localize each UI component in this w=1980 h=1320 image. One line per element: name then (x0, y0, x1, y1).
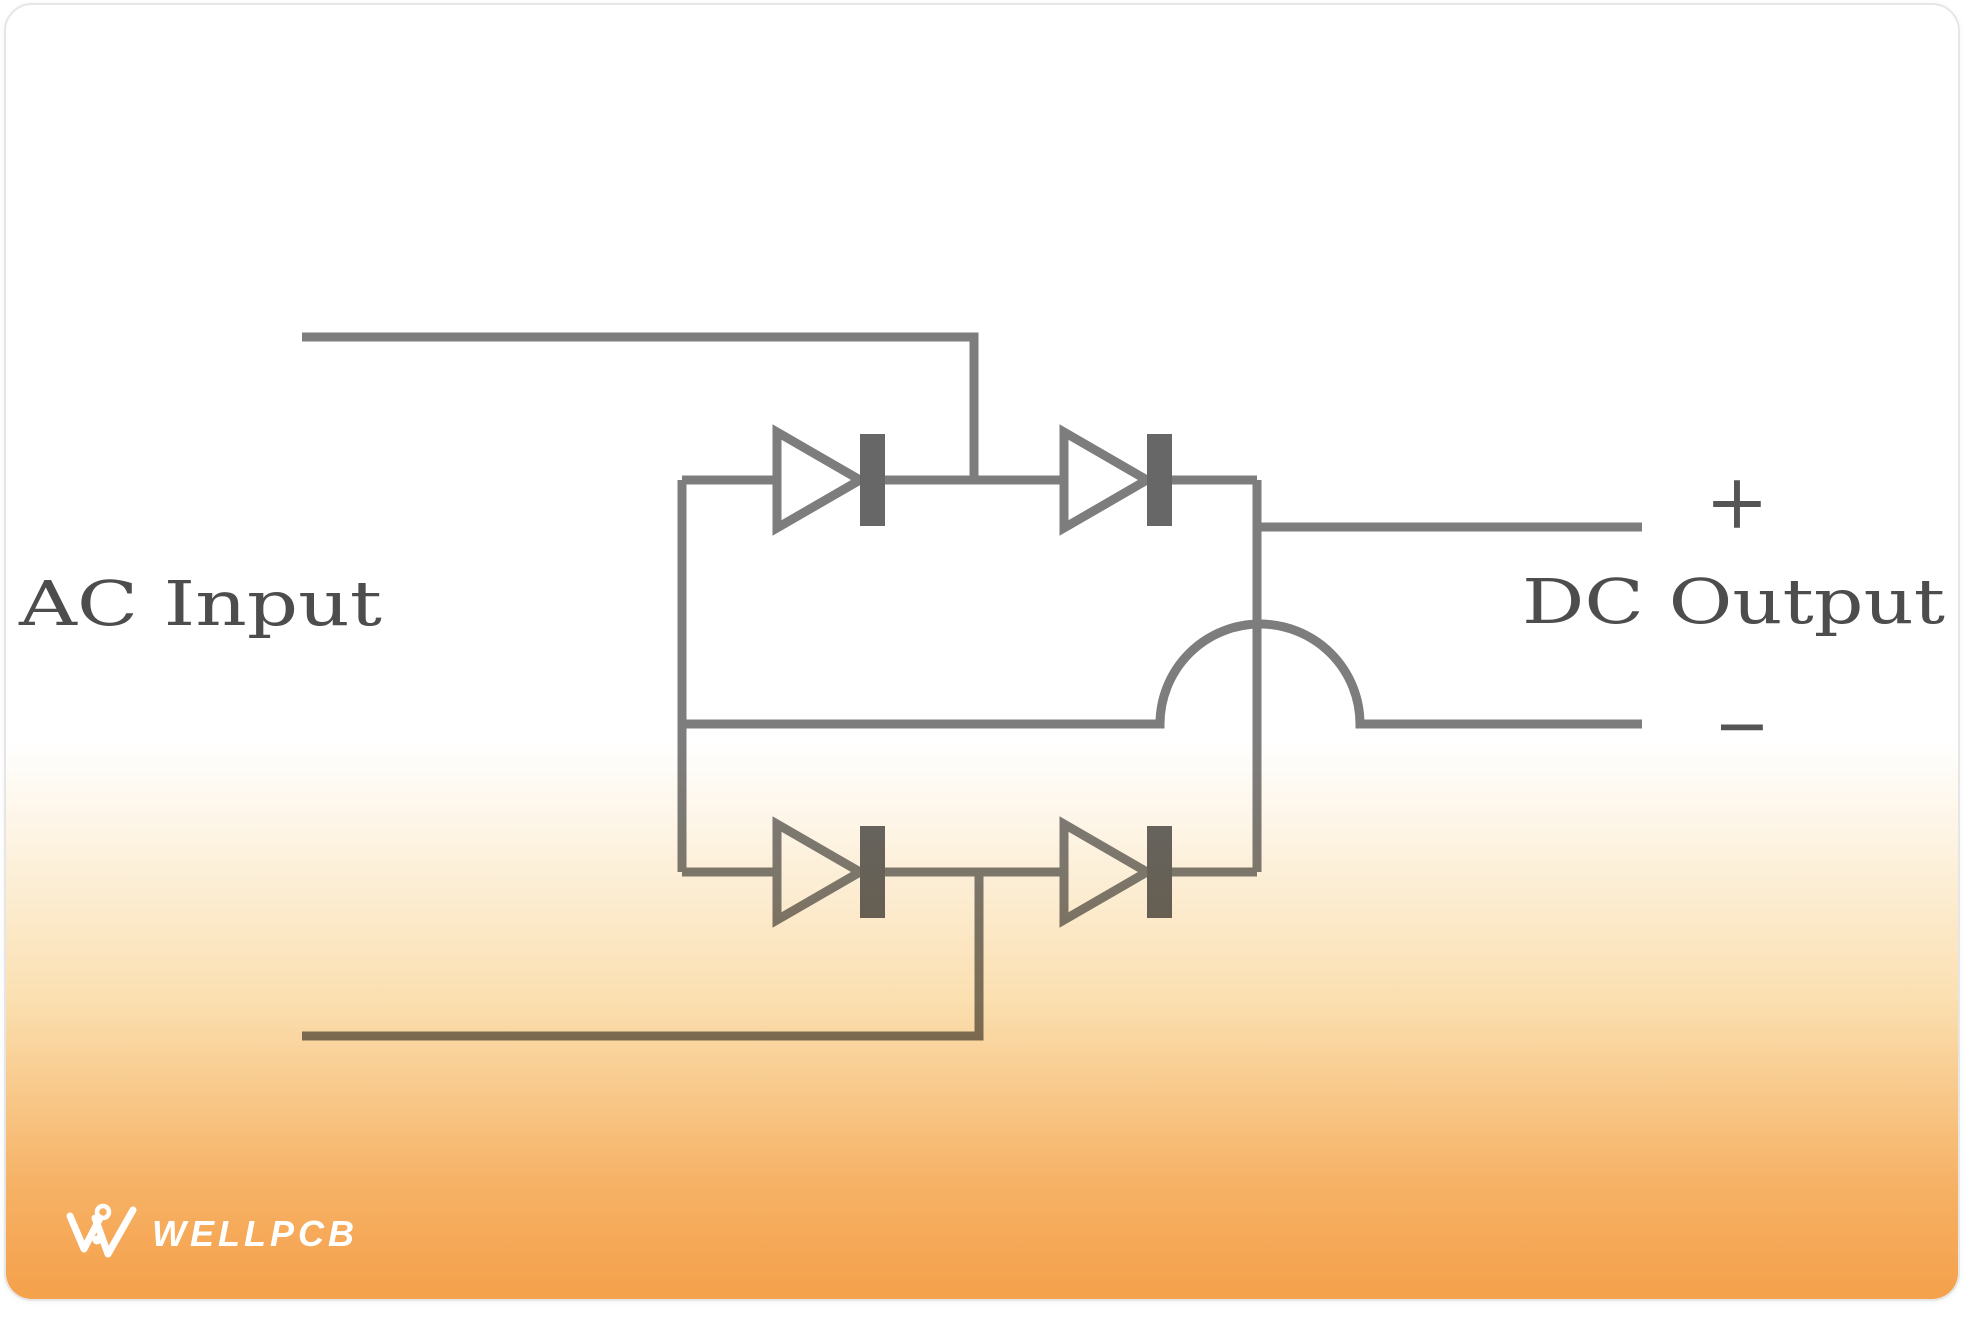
wellpcb-logo-text: WELLPCB (152, 1213, 358, 1254)
wellpcb-w-icon (66, 1203, 137, 1258)
diode-bottom-right (1059, 816, 1172, 928)
minus-terminal-label: − (1714, 683, 1770, 767)
diode-bottom-right-bar (1147, 826, 1172, 918)
diagram-card: AC Input DC Output + − WELLPCB (4, 3, 1960, 1301)
diode-bottom-left-triangle (772, 816, 869, 928)
plus-terminal-label: + (1705, 457, 1769, 546)
diode-top-right-bar (1147, 434, 1172, 526)
diode-top-left (772, 424, 885, 536)
wellpcb-logo: WELLPCB (62, 1201, 358, 1263)
diode-bottom-left-bar (860, 826, 885, 918)
diode-bottom-right-triangle (1059, 816, 1156, 928)
bridge-rectifier-schematic: AC Input DC Output + − (18, 332, 1945, 1041)
diode-top-left-bar (860, 434, 885, 526)
diode-top-right-triangle (1059, 424, 1156, 536)
diode-bottom-left (772, 816, 885, 928)
dc-output-label: DC Output (1522, 565, 1945, 638)
wire-dc-minus-with-hop (682, 619, 1642, 729)
ac-input-label: AC Input (18, 567, 382, 640)
diode-top-right (1059, 424, 1172, 536)
diode-top-left-triangle (772, 424, 869, 536)
